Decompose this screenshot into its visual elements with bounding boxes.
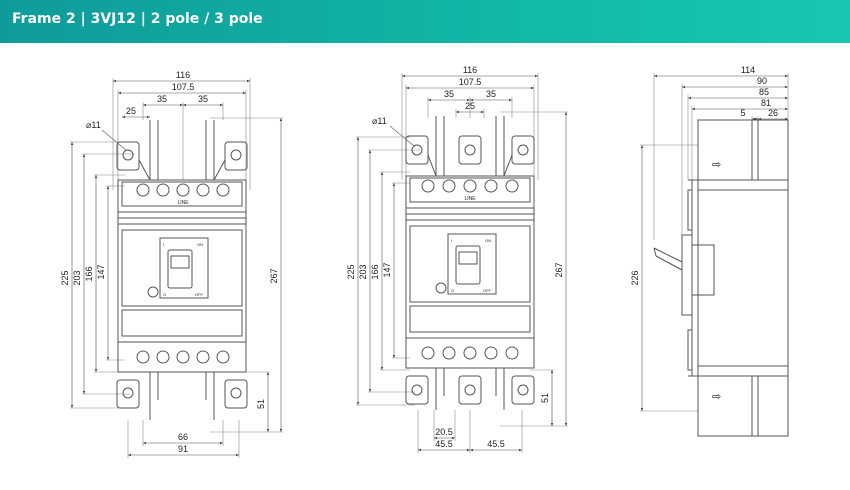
dimension-drawing: 116 107.5 35 35 25 ⌀11 225 203 166 147 <box>60 65 789 458</box>
view-3pole: 116 107.5 35 35 25 ⌀11 225 203 166 147 <box>346 65 568 453</box>
page-title: Frame 2 | 3VJ12 | 2 pole / 3 pole <box>12 11 263 27</box>
label-i: I <box>451 238 452 243</box>
label-off: OFF <box>483 288 492 293</box>
dim-height-226: 226 <box>630 270 640 285</box>
label-line: LINE <box>177 200 189 206</box>
dim-height-166: 166 <box>370 264 380 279</box>
dim-height-267: 267 <box>269 268 279 283</box>
dim-hole-diameter: ⌀11 <box>86 120 101 130</box>
dim-hole-diameter: ⌀11 <box>372 116 387 126</box>
dim-width-116: 116 <box>463 65 477 75</box>
view-side: 114 90 85 81 5 26 226 <box>630 65 789 437</box>
view-2pole: 116 107.5 35 35 25 ⌀11 225 203 166 147 <box>60 70 283 458</box>
dim-height-203: 203 <box>72 270 82 285</box>
dim-depth-81: 81 <box>761 98 771 108</box>
dim-bottom-66: 66 <box>178 432 188 442</box>
dim-bottom-20-5: 20.5 <box>435 427 453 437</box>
dim-height-225: 225 <box>60 270 70 285</box>
dim-height-203: 203 <box>358 264 368 279</box>
dim-width-116: 116 <box>176 70 190 80</box>
dim-height-51: 51 <box>540 393 550 403</box>
dim-bottom-91: 91 <box>178 444 188 454</box>
label-off: OFF <box>195 292 204 297</box>
dim-depth-26: 26 <box>768 108 778 118</box>
dim-width-107-5: 107.5 <box>459 77 482 87</box>
dim-height-51: 51 <box>256 399 266 409</box>
dim-height-147: 147 <box>382 262 392 277</box>
label-o: O <box>451 288 454 293</box>
label-o: O <box>163 292 166 297</box>
label-line: LINE <box>464 196 476 202</box>
dim-spacing-35-b: 35 <box>486 89 496 99</box>
label-on: ON <box>197 242 203 247</box>
dim-height-147: 147 <box>96 264 106 279</box>
header-bar: Frame 2 | 3VJ12 | 2 pole / 3 pole <box>0 0 850 43</box>
label-i: I <box>163 242 164 247</box>
dim-height-267: 267 <box>554 262 564 277</box>
arrow-right-icon: ⇨ <box>712 159 721 171</box>
dim-width-107-5: 107.5 <box>172 82 195 92</box>
dim-spacing-35-a: 35 <box>444 89 454 99</box>
dim-height-166: 166 <box>84 266 94 281</box>
dim-depth-5: 5 <box>740 108 745 118</box>
dim-spacing-35-a: 35 <box>157 94 167 104</box>
arrow-right-icon: ⇨ <box>712 391 721 403</box>
dim-depth-114: 114 <box>741 65 755 75</box>
dim-bottom-45-5-b: 45.5 <box>487 439 505 449</box>
dim-depth-90: 90 <box>757 76 767 86</box>
label-on: ON <box>485 238 491 243</box>
dim-spacing-35-b: 35 <box>198 94 208 104</box>
dim-depth-85: 85 <box>759 87 769 97</box>
dim-height-225: 225 <box>346 264 356 279</box>
dim-spacing-25: 25 <box>126 106 136 116</box>
dim-bottom-45-5-a: 45.5 <box>435 439 453 449</box>
